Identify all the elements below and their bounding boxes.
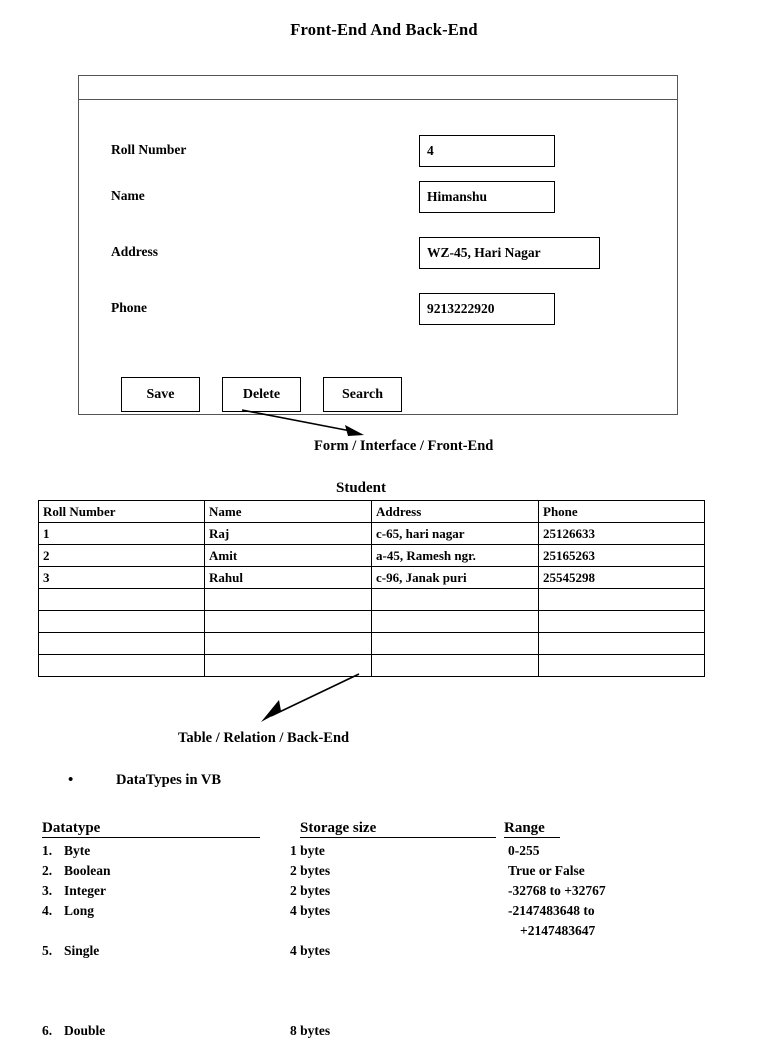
roll-number-label: Roll Number — [111, 142, 187, 157]
address-input[interactable]: WZ-45, Hari Nagar — [419, 237, 600, 269]
table-row-empty — [38, 588, 705, 611]
datatype-name: Integer — [64, 883, 106, 898]
cell-empty — [371, 654, 539, 677]
cell-empty — [538, 654, 705, 677]
datatype-row: 5. Single 4 bytes — [0, 943, 768, 971]
form-body: Roll Number 4 Name Himanshu Address WZ-4… — [79, 100, 677, 414]
cell-empty — [204, 588, 372, 611]
back-end-caption: Table / Relation / Back-End — [178, 730, 350, 746]
cell-empty — [38, 632, 205, 655]
name-label: Name — [111, 188, 145, 203]
datatypes-list: 1. Byte 1 byte 0-255 2. Boolean 2 bytes … — [0, 843, 768, 1043]
form-titlebar — [79, 76, 677, 100]
datatype-row: 2. Boolean 2 bytes True or False — [0, 863, 768, 883]
form-button-row: Save Delete Search — [121, 377, 402, 412]
front-end-caption: Form / Interface / Front-End — [314, 438, 494, 454]
arrow-to-back-end-caption — [261, 673, 360, 722]
datatype-range: True or False — [508, 863, 585, 878]
datatype-range: 0-255 — [508, 843, 540, 858]
datatype-name: Byte — [64, 843, 91, 858]
table-row: 2 Amit a-45, Ramesh ngr. 25165263 — [38, 544, 705, 567]
table-row: 1 Raj c-65, hari nagar 25126633 — [38, 522, 705, 545]
datatype-size: 2 bytes — [290, 863, 331, 878]
cell-name: Raj — [204, 522, 372, 545]
student-table-title: Student — [335, 480, 387, 496]
cell-empty — [38, 654, 205, 677]
cell-name: Rahul — [204, 566, 372, 589]
datatype-size: 1 byte — [290, 843, 325, 858]
delete-button[interactable]: Delete — [222, 377, 301, 412]
vb-form-panel: Roll Number 4 Name Himanshu Address WZ-4… — [78, 75, 678, 415]
search-button[interactable]: Search — [323, 377, 402, 412]
column-header-address: Address — [371, 500, 539, 523]
cell-address: c-65, hari nagar — [371, 522, 539, 545]
table-row: 3 Rahul c-96, Janak puri 25545298 — [38, 566, 705, 589]
page-title: Front-End And Back-End — [290, 20, 478, 39]
cell-phone: 25165263 — [538, 544, 705, 567]
datatype-size: 8 bytes — [290, 1023, 331, 1038]
arrow-to-front-end-caption — [241, 409, 364, 436]
datatype-range: -32768 to +32767 — [508, 883, 606, 898]
cell-roll-number: 1 — [38, 522, 205, 545]
bullet-icon: • — [68, 772, 74, 788]
cell-address: c-96, Janak puri — [371, 566, 539, 589]
cell-roll-number: 3 — [38, 566, 205, 589]
datatype-range: -2147483648 to — [508, 903, 595, 918]
datatype-size: 4 bytes — [290, 903, 331, 918]
datatype-index: 2. — [42, 863, 53, 878]
datatype-row: 3. Integer 2 bytes -32768 to +32767 — [0, 883, 768, 903]
address-label: Address — [111, 244, 159, 259]
roll-number-input[interactable]: 4 — [419, 135, 555, 167]
datatype-name: Single — [64, 943, 100, 958]
cell-empty — [538, 588, 705, 611]
datatype-row: 6. Double 8 bytes — [0, 1023, 768, 1043]
datatype-row-spacer — [0, 971, 768, 1023]
datatype-column-header: Datatype — [42, 820, 260, 838]
cell-empty — [371, 632, 539, 655]
column-header-roll-number: Roll Number — [38, 500, 205, 523]
datatype-index: 1. — [42, 843, 53, 858]
datatype-row: 1. Byte 1 byte 0-255 — [0, 843, 768, 863]
datatype-name: Long — [64, 903, 95, 918]
cell-name: Amit — [204, 544, 372, 567]
datatype-index: 5. — [42, 943, 53, 958]
cell-empty — [538, 632, 705, 655]
table-header-row: Roll Number Name Address Phone — [38, 500, 705, 523]
datatype-name: Boolean — [64, 863, 111, 878]
datatype-index: 6. — [42, 1023, 53, 1038]
cell-empty — [371, 610, 539, 633]
phone-input[interactable]: 9213222920 — [419, 293, 555, 325]
cell-phone: 25126633 — [538, 522, 705, 545]
cell-empty — [538, 610, 705, 633]
cell-empty — [204, 610, 372, 633]
cell-empty — [38, 610, 205, 633]
name-input[interactable]: Himanshu — [419, 181, 555, 213]
cell-empty — [371, 588, 539, 611]
datatype-row: 4. Long 4 bytes -2147483648 to — [0, 903, 768, 923]
datatype-name: Double — [64, 1023, 106, 1038]
storage-size-column-header: Storage size — [300, 820, 496, 838]
column-header-name: Name — [204, 500, 372, 523]
table-row-empty — [38, 632, 705, 655]
student-table: Roll Number Name Address Phone 1 Raj c-6… — [38, 500, 705, 677]
datatype-range-continuation: +2147483647 — [520, 923, 596, 938]
table-row-empty — [38, 610, 705, 633]
cell-address: a-45, Ramesh ngr. — [371, 544, 539, 567]
cell-roll-number: 2 — [38, 544, 205, 567]
datatype-row-continuation: +2147483647 — [0, 923, 768, 943]
datatype-index: 3. — [42, 883, 53, 898]
cell-empty — [204, 632, 372, 655]
column-header-phone: Phone — [538, 500, 705, 523]
datatype-size: 4 bytes — [290, 943, 331, 958]
range-column-header: Range — [504, 820, 560, 838]
datatypes-heading: DataTypes in VB — [116, 772, 222, 788]
save-button[interactable]: Save — [121, 377, 200, 412]
phone-label: Phone — [111, 300, 148, 315]
cell-phone: 25545298 — [538, 566, 705, 589]
table-row-empty — [38, 654, 705, 677]
datatype-index: 4. — [42, 903, 53, 918]
datatypes-bullet-line: • DataTypes in VB — [68, 772, 221, 789]
cell-empty — [38, 588, 205, 611]
datatype-size: 2 bytes — [290, 883, 331, 898]
